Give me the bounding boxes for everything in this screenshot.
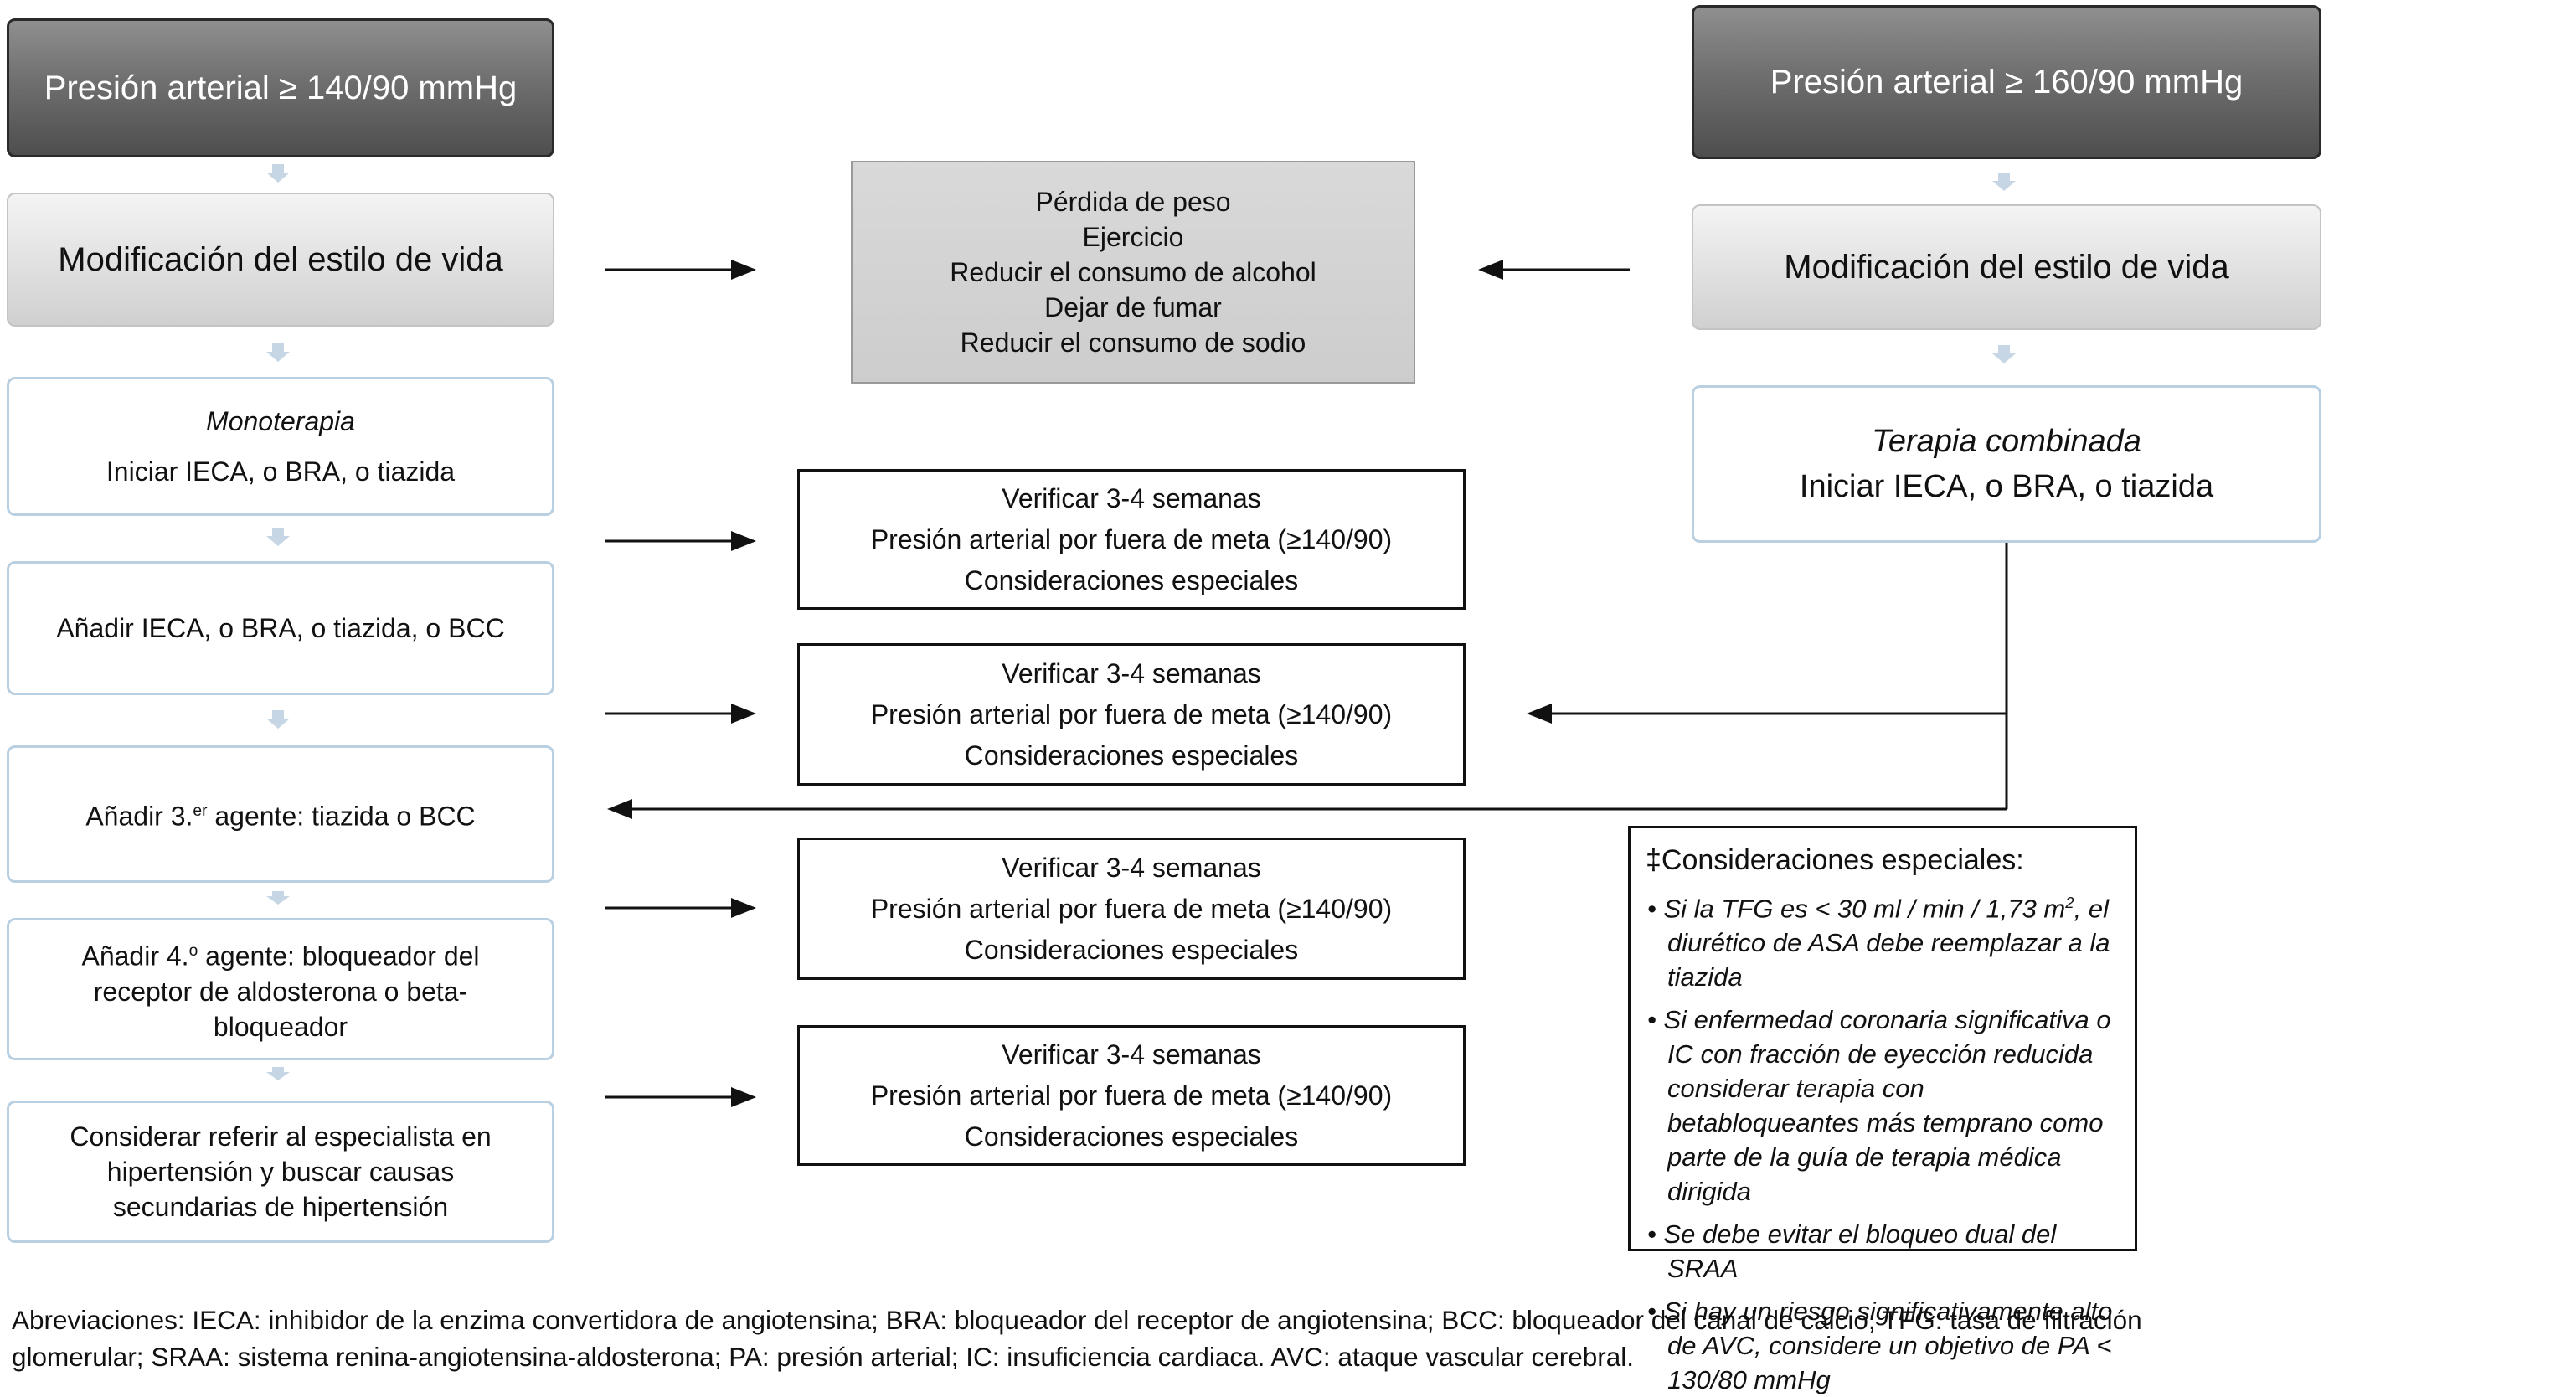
header-bp-160-90: Presión arterial ≥ 160/90 mmHg	[1692, 5, 2321, 159]
down-arrow-icon	[266, 164, 290, 183]
monotherapy-box: Monoterapia Iniciar IECA, o BRA, o tiazi…	[7, 377, 554, 516]
special-considerations-box: ‡Consideraciones especiales: • Si la TFG…	[1628, 826, 2137, 1394]
header-bp-140-90: Presión arterial ≥ 140/90 mmHg	[7, 18, 554, 157]
verify-box-4: Verificar 3-4 semanas Presión arterial p…	[797, 1025, 1466, 1166]
combo-text: Iniciar IECA, o BRA, o tiazida	[1799, 469, 2214, 504]
abbreviations-footnote: Abreviaciones: IECA: inhibidor de la enz…	[12, 1305, 2142, 1372]
verify-box-3: Verificar 3-4 semanas Presión arterial p…	[797, 838, 1466, 980]
special-item: • Si la TFG es < 30 ml / min / 1,73 m2, …	[1647, 894, 2110, 992]
step-add-third-agent: Añadir 3.er agente: tiazida o BCC	[7, 745, 554, 883]
lifestyle-measures-box: Pérdida de peso Ejercicio Reducir el con…	[851, 161, 1415, 384]
down-arrow-icon	[266, 710, 290, 729]
measure-item: Ejercicio	[1082, 222, 1184, 252]
step-refer-specialist: Considerar referir al especialista en hi…	[7, 1101, 554, 1243]
measure-item: Pérdida de peso	[1035, 187, 1231, 217]
down-arrow-icon	[266, 343, 290, 362]
measure-item: Dejar de fumar	[1044, 292, 1222, 322]
verify-box-1: Verificar 3-4 semanas Presión arterial p…	[797, 469, 1466, 610]
step-add-fourth-agent: Añadir 4.o agente: bloqueador del recept…	[7, 918, 554, 1060]
down-arrow-icon	[1992, 173, 2016, 191]
verify-box-2: Verificar 3-4 semanas Presión arterial p…	[797, 643, 1466, 786]
monotherapy-title: Monoterapia	[206, 406, 355, 436]
left-lifestyle-box: Modificación del estilo de vida	[7, 193, 554, 327]
combo-title: Terapia combinada	[1872, 424, 2141, 459]
down-arrow-icon	[1992, 345, 2016, 363]
monotherapy-text: Iniciar IECA, o BRA, o tiazida	[106, 456, 456, 487]
measure-item: Reducir el consumo de sodio	[960, 327, 1306, 358]
special-considerations-title: ‡Consideraciones especiales:	[1646, 844, 2024, 876]
down-arrow-icon	[266, 528, 290, 546]
special-item: • Se debe evitar el bloqueo dual del SRA…	[1647, 1219, 2057, 1284]
right-lifestyle-box: Modificación del estilo de vida	[1692, 204, 2321, 330]
combination-therapy-box: Terapia combinada Iniciar IECA, o BRA, o…	[1692, 385, 2321, 543]
down-arrow-icon	[266, 1067, 290, 1080]
step-add-second-drug: Añadir IECA, o BRA, o tiazida, o BCC	[7, 561, 554, 695]
special-item: • Si enfermedad coronaria significativa …	[1647, 1005, 2111, 1207]
measure-item: Reducir el consumo de alcohol	[950, 257, 1316, 287]
down-arrow-icon	[266, 891, 290, 905]
